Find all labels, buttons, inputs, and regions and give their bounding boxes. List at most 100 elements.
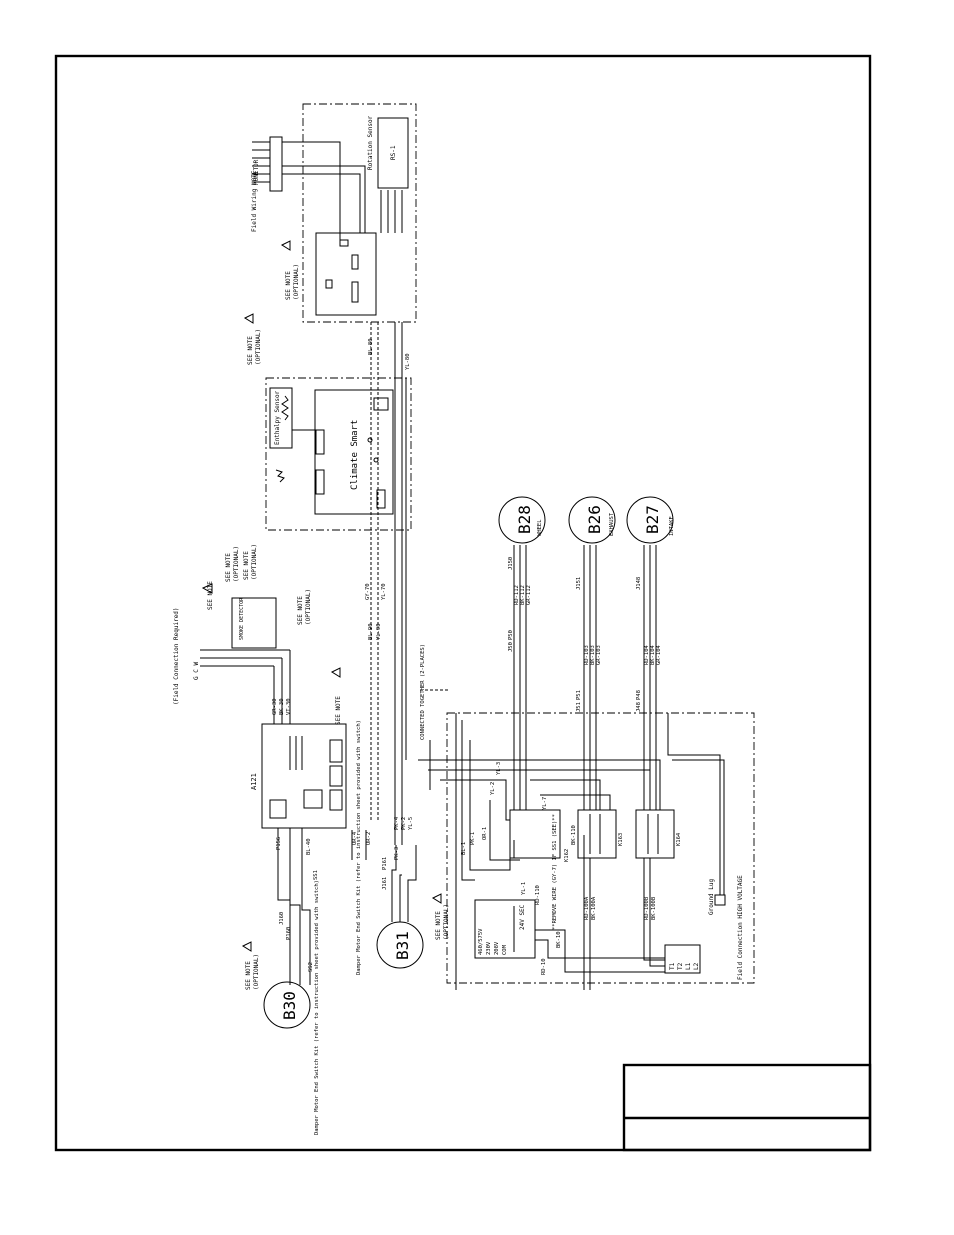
svg-text:RD-10: RD-10: [541, 958, 547, 975]
svg-text:BL-90: BL-90: [368, 623, 374, 640]
svg-text:GR-103: GR-103: [596, 645, 602, 665]
motor-b26: B26 EXHAUST: [568, 496, 616, 544]
svg-text:SEE NOTE: SEE NOTE: [225, 553, 232, 582]
svg-text:(OPTIONAL): (OPTIONAL): [305, 589, 312, 625]
svg-text:PK-4: PK-4: [394, 816, 400, 830]
svg-text:COM: COM: [502, 944, 508, 955]
svg-text:SEE NOTE: SEE NOTE: [207, 581, 214, 610]
svg-text:YL-70: YL-70: [381, 583, 387, 600]
field-wiring-note: Field Wiring NOTE: [251, 170, 258, 232]
lower-control-enclosure: K162 K163 K164 460/575V 230V 208V COM 24…: [418, 712, 755, 990]
svg-text:SEE NOTE: SEE NOTE: [335, 696, 342, 725]
motor-b26-name: EXHAUST: [609, 512, 615, 536]
svg-text:208V: 208V: [494, 941, 500, 955]
svg-text:J151: J151: [576, 577, 582, 590]
svg-text:J50: J50: [508, 642, 514, 652]
svg-text:CONNECTED TOGETHER (2-PLACES): CONNECTED TOGETHER (2-PLACES): [420, 644, 426, 740]
svg-text:P48: P48: [636, 690, 642, 700]
sheet-border: [54, 54, 872, 1152]
svg-text:J148: J148: [636, 577, 642, 590]
motor-b27-name: INTAKE: [669, 516, 675, 536]
svg-text:BL-40: BL-40: [306, 838, 312, 855]
ground-lug-label: Ground Lug: [708, 878, 715, 915]
contactor-k164: [635, 809, 675, 859]
climate-smart-module: Climate Smart Enthalpy Sensor: [265, 377, 412, 531]
svg-text:J160: J160: [279, 912, 285, 925]
monitor-label: MONITOR: [253, 159, 260, 185]
motor-b27: B27 INTAKE: [626, 496, 675, 544]
motor-b27-label: B27: [643, 505, 662, 534]
motor-b30: B30: [263, 981, 311, 1029]
see-note-a-transformer: SEE NOTE (OPTIONAL): [431, 893, 450, 940]
svg-text:PK-2: PK-2: [401, 817, 407, 830]
svg-text:SEE NOTE: SEE NOTE: [243, 551, 250, 580]
svg-text:GR-112: GR-112: [526, 585, 532, 605]
title-block: [622, 1063, 872, 1152]
svg-text:K164: K164: [676, 832, 682, 846]
svg-text:(OPTIONAL): (OPTIONAL): [443, 904, 450, 940]
svg-text:RD-110: RD-110: [535, 885, 541, 905]
damper-notes: Damper Motor End Switch Kit (refer to in…: [241, 720, 362, 1135]
svg-text:GR-104: GR-104: [656, 644, 662, 665]
monitor-terminal-strip: MONITOR Field Wiring NOTE: [251, 136, 366, 240]
svg-text:L2: L2: [693, 962, 700, 970]
field-connection-required: (Field Connection Required): [173, 607, 180, 705]
see-note-a-motors: SEE NOTE (OPTIONAL): [243, 544, 258, 580]
svg-text:P50: P50: [508, 630, 514, 640]
motor-b28-name: WHEEL: [537, 519, 543, 536]
svg-text:J150: J150: [508, 557, 514, 570]
svg-text:BL-1: BL-1: [461, 842, 467, 855]
svg-text:SEE NOTE: SEE NOTE: [285, 271, 292, 300]
svg-text:BK-110: BK-110: [571, 825, 577, 845]
svg-text:L1: L1: [685, 962, 692, 970]
smoke-detector-label: SMOKE DETECTOR: [239, 597, 245, 640]
smoke-detector: SMOKE DETECTOR G C W (Field Connection R…: [173, 597, 290, 705]
svg-text:230V: 230V: [486, 941, 492, 955]
rotation-sensor-module: Rotation Sensor RS-1: [302, 103, 417, 323]
svg-text:J161: J161: [382, 877, 388, 890]
svg-text:GR-30: GR-30: [272, 698, 278, 715]
svg-text:OR-4: OR-4: [352, 831, 358, 845]
svg-text:(OPTIONAL): (OPTIONAL): [233, 546, 240, 582]
motor-b28-label: B28: [515, 505, 534, 534]
enthalpy-sensor-label: Enthalpy Sensor: [274, 390, 281, 445]
svg-text:RD-112: RD-112: [514, 585, 520, 605]
a121-label: A121: [250, 773, 258, 790]
svg-text:SEE NOTE: SEE NOTE: [297, 596, 304, 625]
svg-text:J48: J48: [636, 702, 642, 712]
svg-text:P51: P51: [576, 690, 582, 700]
line-terminal: [664, 944, 701, 974]
climate-smart-label: Climate Smart: [350, 420, 360, 490]
see-note-b-top: SEE NOTE (OPTIONAL): [280, 240, 300, 300]
gcw-label: G C W: [193, 662, 200, 680]
svg-text:BL-80: BL-80: [368, 338, 374, 355]
svg-text:P161: P161: [382, 857, 388, 870]
svg-text:Damper Motor End Switch Kit (r: Damper Motor End Switch Kit (refer to in…: [314, 880, 320, 1135]
vertical-wire-bundle: BL-80 YL-80 GY-70 YL-70 YL-90 BL-90: [365, 322, 411, 845]
svg-text:BK-100A: BK-100A: [591, 896, 597, 920]
svg-text:YL-2: YL-2: [490, 782, 496, 795]
svg-text:T2: T2: [677, 962, 684, 970]
see-note-a-climate: SEE NOTE (OPTIONAL): [243, 313, 262, 365]
svg-text:24V SEC: 24V SEC: [519, 904, 526, 930]
svg-text:Damper Motor End Switch Kit (r: Damper Motor End Switch Kit (refer to in…: [356, 720, 362, 975]
see-note-a-a121: SEE NOTE: [330, 667, 342, 725]
svg-text:RD-100A: RD-100A: [584, 896, 590, 920]
svg-text:YL-5: YL-5: [408, 817, 414, 830]
rotation-sensor-board: [315, 232, 377, 316]
motor-b26-label: B26: [585, 505, 604, 534]
svg-text:SEE NOTE: SEE NOTE: [245, 961, 252, 990]
see-note-a-smoke: SEE NOTE SEE NOTE (OPTIONAL) SEE NOTE (O…: [201, 546, 312, 625]
svg-text:YL-1: YL-1: [521, 882, 527, 895]
svg-text:VT-30: VT-30: [286, 698, 292, 715]
svg-text:YL-3: YL-3: [496, 762, 502, 775]
svg-text:K162: K162: [564, 849, 570, 862]
svg-text:BK-104: BK-104: [650, 644, 656, 665]
svg-text:(OPTIONAL): (OPTIONAL): [251, 544, 258, 580]
svg-text:YL-80: YL-80: [405, 353, 411, 370]
remove-wire-note: **REMOVE WIRE (GY-7) IF SS1 (SEE)**: [552, 814, 558, 930]
svg-text:PK-1: PK-1: [470, 832, 476, 845]
a121-board: A121 GR-30 BK-30 VT-30 OR-4 OR-2: [250, 650, 372, 860]
svg-text:SS2: SS2: [308, 962, 314, 972]
